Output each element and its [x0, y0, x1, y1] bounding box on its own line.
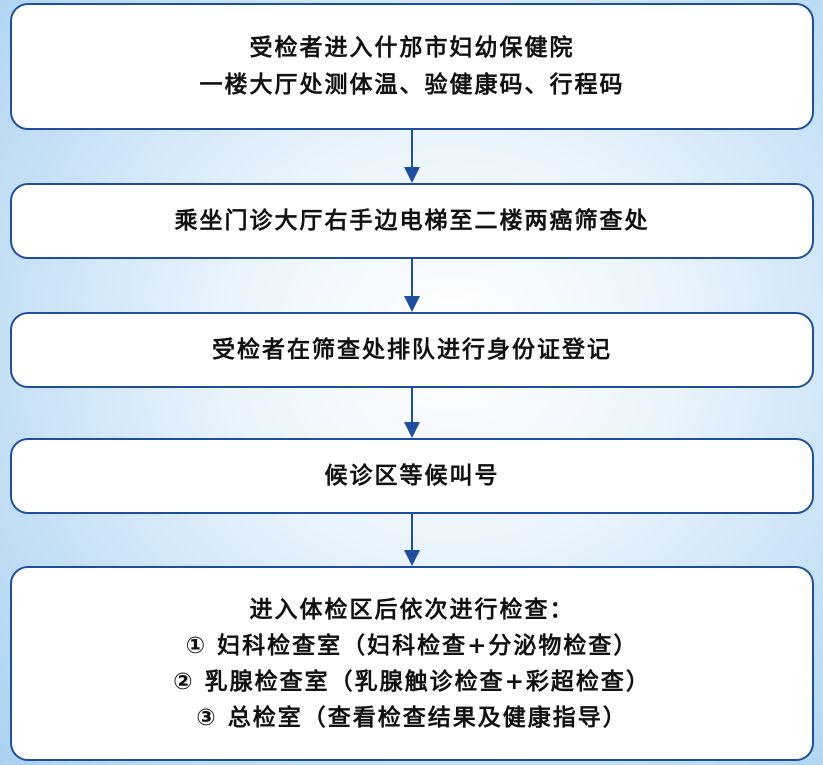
step-5-line-2: ① 妇科检查室（妇科检查+分泌物检查）: [185, 632, 639, 659]
step-2-line-1: 乘坐门诊大厅右手边电梯至二楼两癌筛查处: [174, 207, 650, 234]
step-3-box: 受检者在筛查处排队进行身份证登记: [10, 312, 814, 388]
arrow-down-icon: [404, 388, 420, 438]
step-4-line-1: 候诊区等候叫号: [324, 462, 500, 489]
arrow-down-icon: [404, 130, 420, 183]
step-1-line-1: 受检者进入什邡市妇幼保健院: [249, 34, 575, 61]
arrow-down-icon: [404, 514, 420, 566]
step-5-line-3: ② 乳腺检查室（乳腺触诊检查+彩超检查）: [173, 668, 651, 695]
step-4-box: 候诊区等候叫号: [10, 438, 814, 514]
step-5-box: 进入体检区后依次进行检查： ① 妇科检查室（妇科检查+分泌物检查） ② 乳腺检查…: [10, 566, 814, 761]
step-3-line-1: 受检者在筛查处排队进行身份证登记: [212, 336, 612, 363]
step-2-box: 乘坐门诊大厅右手边电梯至二楼两癌筛查处: [10, 183, 814, 259]
step-5-line-1: 进入体检区后依次进行检查：: [249, 596, 575, 623]
step-5-line-4: ③ 总检室（查看检查结果及健康指导）: [196, 704, 628, 731]
step-1-line-2: 一楼大厅处测体温、验健康码、行程码: [199, 71, 625, 98]
step-1-box: 受检者进入什邡市妇幼保健院 一楼大厅处测体温、验健康码、行程码: [10, 3, 814, 130]
arrow-down-icon: [404, 259, 420, 312]
